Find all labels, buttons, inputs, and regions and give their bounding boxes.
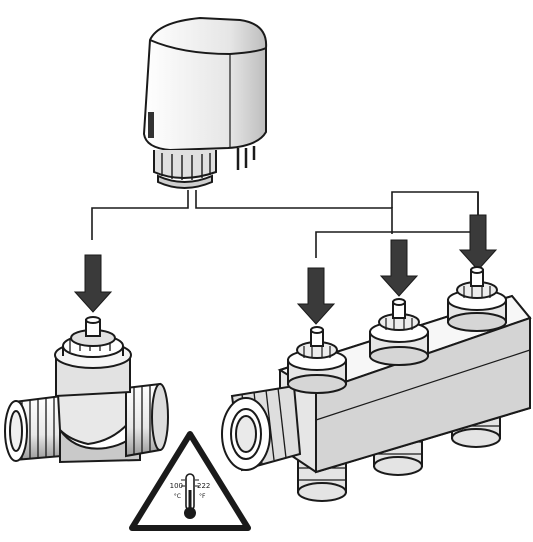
thermometer-icon <box>181 473 199 519</box>
temp-high-label: 222 <box>197 482 210 490</box>
manifold-valve-1 <box>287 326 347 394</box>
manifold-valve-2 <box>369 298 429 366</box>
thermal-actuator <box>142 16 268 189</box>
unit-left-label: °C <box>174 493 181 500</box>
mount-arrow-left <box>73 254 113 313</box>
manifold-valve-3 <box>447 266 507 332</box>
mount-arrow-2 <box>379 239 419 297</box>
mount-arrow-1 <box>296 267 336 325</box>
radiator-valve <box>4 316 169 464</box>
temperature-warning-sign: 100 222 °C °F <box>129 431 251 531</box>
mount-arrow-3 <box>458 214 498 271</box>
heating-manifold <box>221 266 532 502</box>
temp-low-label: 100 <box>170 482 183 490</box>
connection-lines <box>91 190 479 258</box>
unit-right-label: °F <box>199 493 206 500</box>
